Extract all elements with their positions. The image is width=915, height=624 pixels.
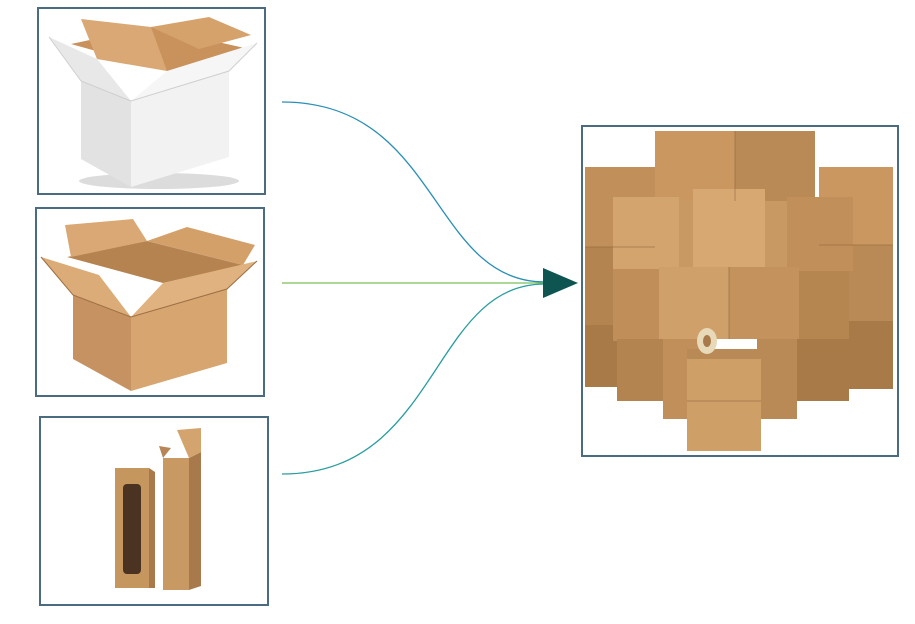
- arrowhead-icon: [543, 268, 578, 298]
- source-kraft-open-box: [35, 207, 265, 397]
- source-tall-carton-box: [39, 416, 269, 606]
- connector-bottom: [281, 283, 546, 475]
- source-white-open-box: [37, 7, 266, 195]
- white-open-box-icon: [48, 17, 258, 189]
- tall-carton-box-icon: [115, 428, 201, 590]
- connector-top: [281, 101, 546, 283]
- target-stacked-boxes: [581, 125, 899, 457]
- stacked-boxes-icon: [585, 131, 893, 451]
- kraft-open-box-icon: [40, 219, 258, 391]
